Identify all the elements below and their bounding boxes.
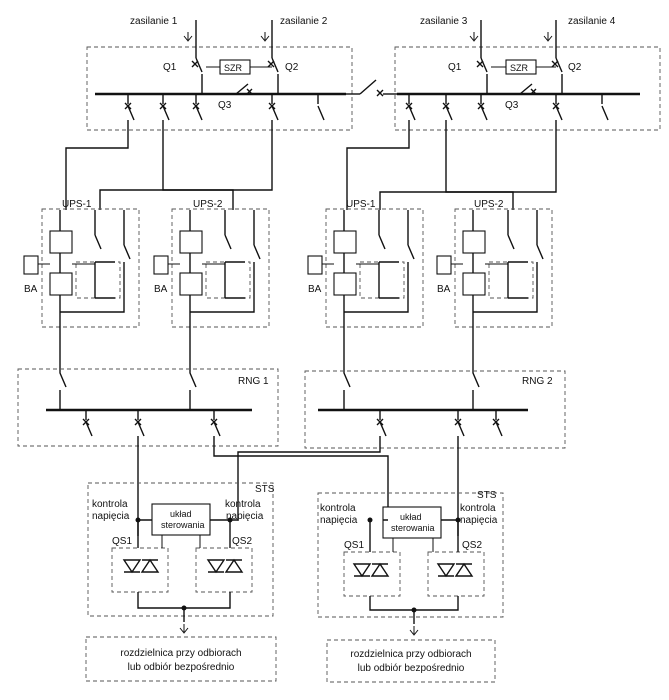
ups-1-left xyxy=(23,208,140,335)
output-left-line-1: rozdzielnica przy odbiorach xyxy=(120,648,241,659)
szr-right-label: SZR xyxy=(510,63,529,73)
ups-1-right xyxy=(307,208,424,335)
supply-arrow-icon xyxy=(260,32,270,42)
thyristor-icon xyxy=(206,558,244,574)
supply-4-label: zasilanie 4 xyxy=(568,16,616,27)
sts-right-control-left-2: napięcia xyxy=(320,515,358,526)
sts-right-control-left-1: kontrola xyxy=(320,503,356,514)
sts-left-qs2-label: QS2 xyxy=(232,536,252,547)
ups-1-left-label: UPS-1 xyxy=(62,199,92,210)
output-arrow-icon xyxy=(409,626,419,636)
sts-right-qs2-label: QS2 xyxy=(462,540,482,551)
supply-3-label: zasilanie 3 xyxy=(420,16,468,27)
rng-1-switchboard xyxy=(17,368,400,536)
sts-left xyxy=(87,482,274,634)
battery-3-label: BA xyxy=(308,284,322,295)
supply-arrow-icon xyxy=(543,32,553,42)
sts-right-control-right-2: napięcia xyxy=(460,515,498,526)
thyristor-icon xyxy=(436,562,474,578)
sts-left-title: STS xyxy=(255,484,275,495)
ups-1-right-label: UPS-1 xyxy=(346,199,376,210)
q1-left-label: Q1 xyxy=(163,62,177,73)
battery-4-label: BA xyxy=(437,284,451,295)
bus-tie-switch xyxy=(346,79,397,97)
supply-1-label: zasilanie 1 xyxy=(130,16,178,27)
main-switchboard-right xyxy=(394,46,661,131)
supply-arrow-icon xyxy=(469,32,479,42)
thyristor-icon xyxy=(122,558,160,574)
sts-left-control-left-2: napięcia xyxy=(92,511,130,522)
ups-2-right-label: UPS-2 xyxy=(474,199,504,210)
sts-left-control-left-1: kontrola xyxy=(92,499,128,510)
incoming-feeders-right xyxy=(476,20,563,95)
ups-2-right xyxy=(436,208,553,335)
q1-right-label: Q1 xyxy=(448,62,462,73)
sts-right-control-right-1: kontrola xyxy=(460,503,496,514)
thyristor-icon xyxy=(352,562,390,578)
sts-right-title: STS xyxy=(477,490,497,501)
sts-left-qs1-label: QS1 xyxy=(112,536,132,547)
sts-right xyxy=(317,492,504,636)
rng-1-label: RNG 1 xyxy=(238,376,269,387)
q2-right-label: Q2 xyxy=(568,62,582,73)
sts-right-controller-1: układ xyxy=(400,512,422,522)
rng-2-switchboard xyxy=(237,370,566,536)
output-box-left xyxy=(85,636,277,682)
sts-left-controller-1: układ xyxy=(170,509,192,519)
sts-right-qs1-label: QS1 xyxy=(344,540,364,551)
output-box-right xyxy=(326,639,496,683)
sts-right-controller-2: sterowania xyxy=(391,523,435,533)
output-right-line-2: lub odbiór bezpośrednio xyxy=(358,663,465,674)
battery-2-label: BA xyxy=(154,284,168,295)
output-left-line-2: lub odbiór bezpośrednio xyxy=(128,662,235,673)
sts-left-controller-2: sterowania xyxy=(161,520,205,530)
q3-left-label: Q3 xyxy=(218,100,232,111)
top-bus-outgoing-feeders xyxy=(65,94,609,210)
output-arrow-icon xyxy=(179,624,189,634)
szr-left-label: SZR xyxy=(224,63,243,73)
supply-2-label: zasilanie 2 xyxy=(280,16,328,27)
ups-2-left xyxy=(153,208,270,335)
battery-1-label: BA xyxy=(24,284,38,295)
sts-left-control-right-2: napięcia xyxy=(226,511,264,522)
q2-left-label: Q2 xyxy=(285,62,299,73)
ups-to-rng-wiring xyxy=(59,335,480,388)
ups-2-left-label: UPS-2 xyxy=(193,199,223,210)
main-switchboard-left xyxy=(86,46,353,131)
supply-arrow-icon xyxy=(183,32,193,42)
incoming-feeders-left xyxy=(191,20,279,95)
supply-arrows xyxy=(183,32,553,42)
sts-left-control-right-1: kontrola xyxy=(225,499,261,510)
rng-2-label: RNG 2 xyxy=(522,376,553,387)
q3-right-label: Q3 xyxy=(505,100,519,111)
output-right-line-1: rozdzielnica przy odbiorach xyxy=(350,649,471,660)
